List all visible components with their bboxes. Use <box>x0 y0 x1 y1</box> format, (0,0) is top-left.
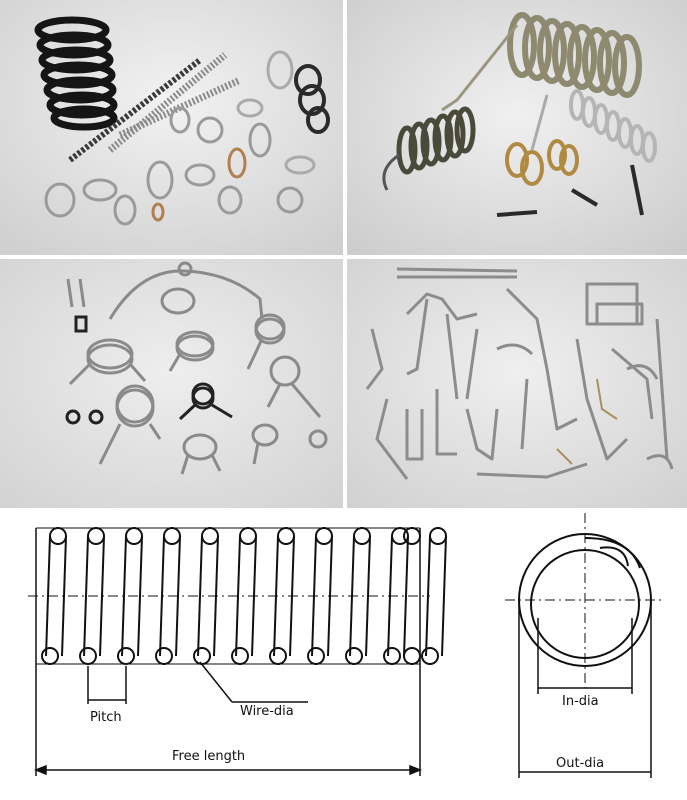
coil-stroke <box>403 535 409 657</box>
coil-stroke <box>425 535 431 657</box>
wire-section-top <box>87 527 105 545</box>
wire-section-top <box>239 527 257 545</box>
coil-stroke <box>273 535 279 657</box>
wire-section-top <box>49 527 67 545</box>
coil-stroke <box>197 535 203 657</box>
wire-section-bottom <box>231 647 249 665</box>
photo-torsion-springs <box>0 259 343 508</box>
coil-stroke <box>365 535 371 657</box>
free-length-label: Free length <box>172 749 245 764</box>
coil-stroke <box>99 535 105 657</box>
wire-section-top <box>201 527 219 545</box>
wire-section-bottom <box>41 647 59 665</box>
wire-section-bottom <box>383 647 401 665</box>
coil-stroke <box>45 535 51 657</box>
coil-group <box>41 527 447 665</box>
coil-stroke <box>83 535 89 657</box>
coil-stroke <box>61 535 67 657</box>
wire-dia-leader <box>199 661 308 703</box>
wire-section-bottom <box>117 647 135 665</box>
wire-section-bottom <box>79 647 97 665</box>
coil-stroke <box>387 535 393 657</box>
coil-stroke <box>121 535 127 657</box>
pitch-label: Pitch <box>90 710 122 725</box>
out-dia-label: Out-dia <box>556 756 604 771</box>
free-length-dimension <box>33 688 423 776</box>
wire-section-top <box>163 527 181 545</box>
wire-section-top <box>315 527 333 545</box>
wire-dia-label: Wire-dia <box>240 704 294 719</box>
coil-stroke <box>441 535 447 657</box>
black-spring-large <box>34 16 118 131</box>
coil-stroke <box>289 535 295 657</box>
wire-section-bottom <box>345 647 363 665</box>
spring-dimension-diagrams: Pitch Wire-dia Free length In-dia Out-d <box>28 513 665 778</box>
photo-extension-springs <box>347 0 687 255</box>
in-dia-label: In-dia <box>562 694 599 709</box>
coil-stroke <box>175 535 181 657</box>
coil-stroke <box>311 535 317 657</box>
cross-section-diagram <box>505 513 665 778</box>
wire-section-bottom <box>193 647 211 665</box>
coil-stroke <box>349 535 355 657</box>
coil-stroke <box>213 535 219 657</box>
wire-section-bottom <box>421 647 439 665</box>
wire-section-top <box>403 527 421 545</box>
wire-section-top <box>277 527 295 545</box>
coil-stroke <box>251 535 257 657</box>
photo-compression-springs <box>0 0 343 255</box>
wire-section-top <box>353 527 371 545</box>
wire-section-bottom <box>403 647 421 665</box>
coil-stroke <box>235 535 241 657</box>
pitch-dimension <box>87 666 127 704</box>
wire-section-bottom <box>269 647 287 665</box>
coil-stroke <box>327 535 333 657</box>
wire-section-top <box>125 527 143 545</box>
photo-wire-forms <box>347 259 687 508</box>
coil-stroke <box>137 535 143 657</box>
wire-section-bottom <box>307 647 325 665</box>
coil-stroke <box>159 535 165 657</box>
wire-section-top <box>429 527 447 545</box>
wire-section-bottom <box>155 647 173 665</box>
